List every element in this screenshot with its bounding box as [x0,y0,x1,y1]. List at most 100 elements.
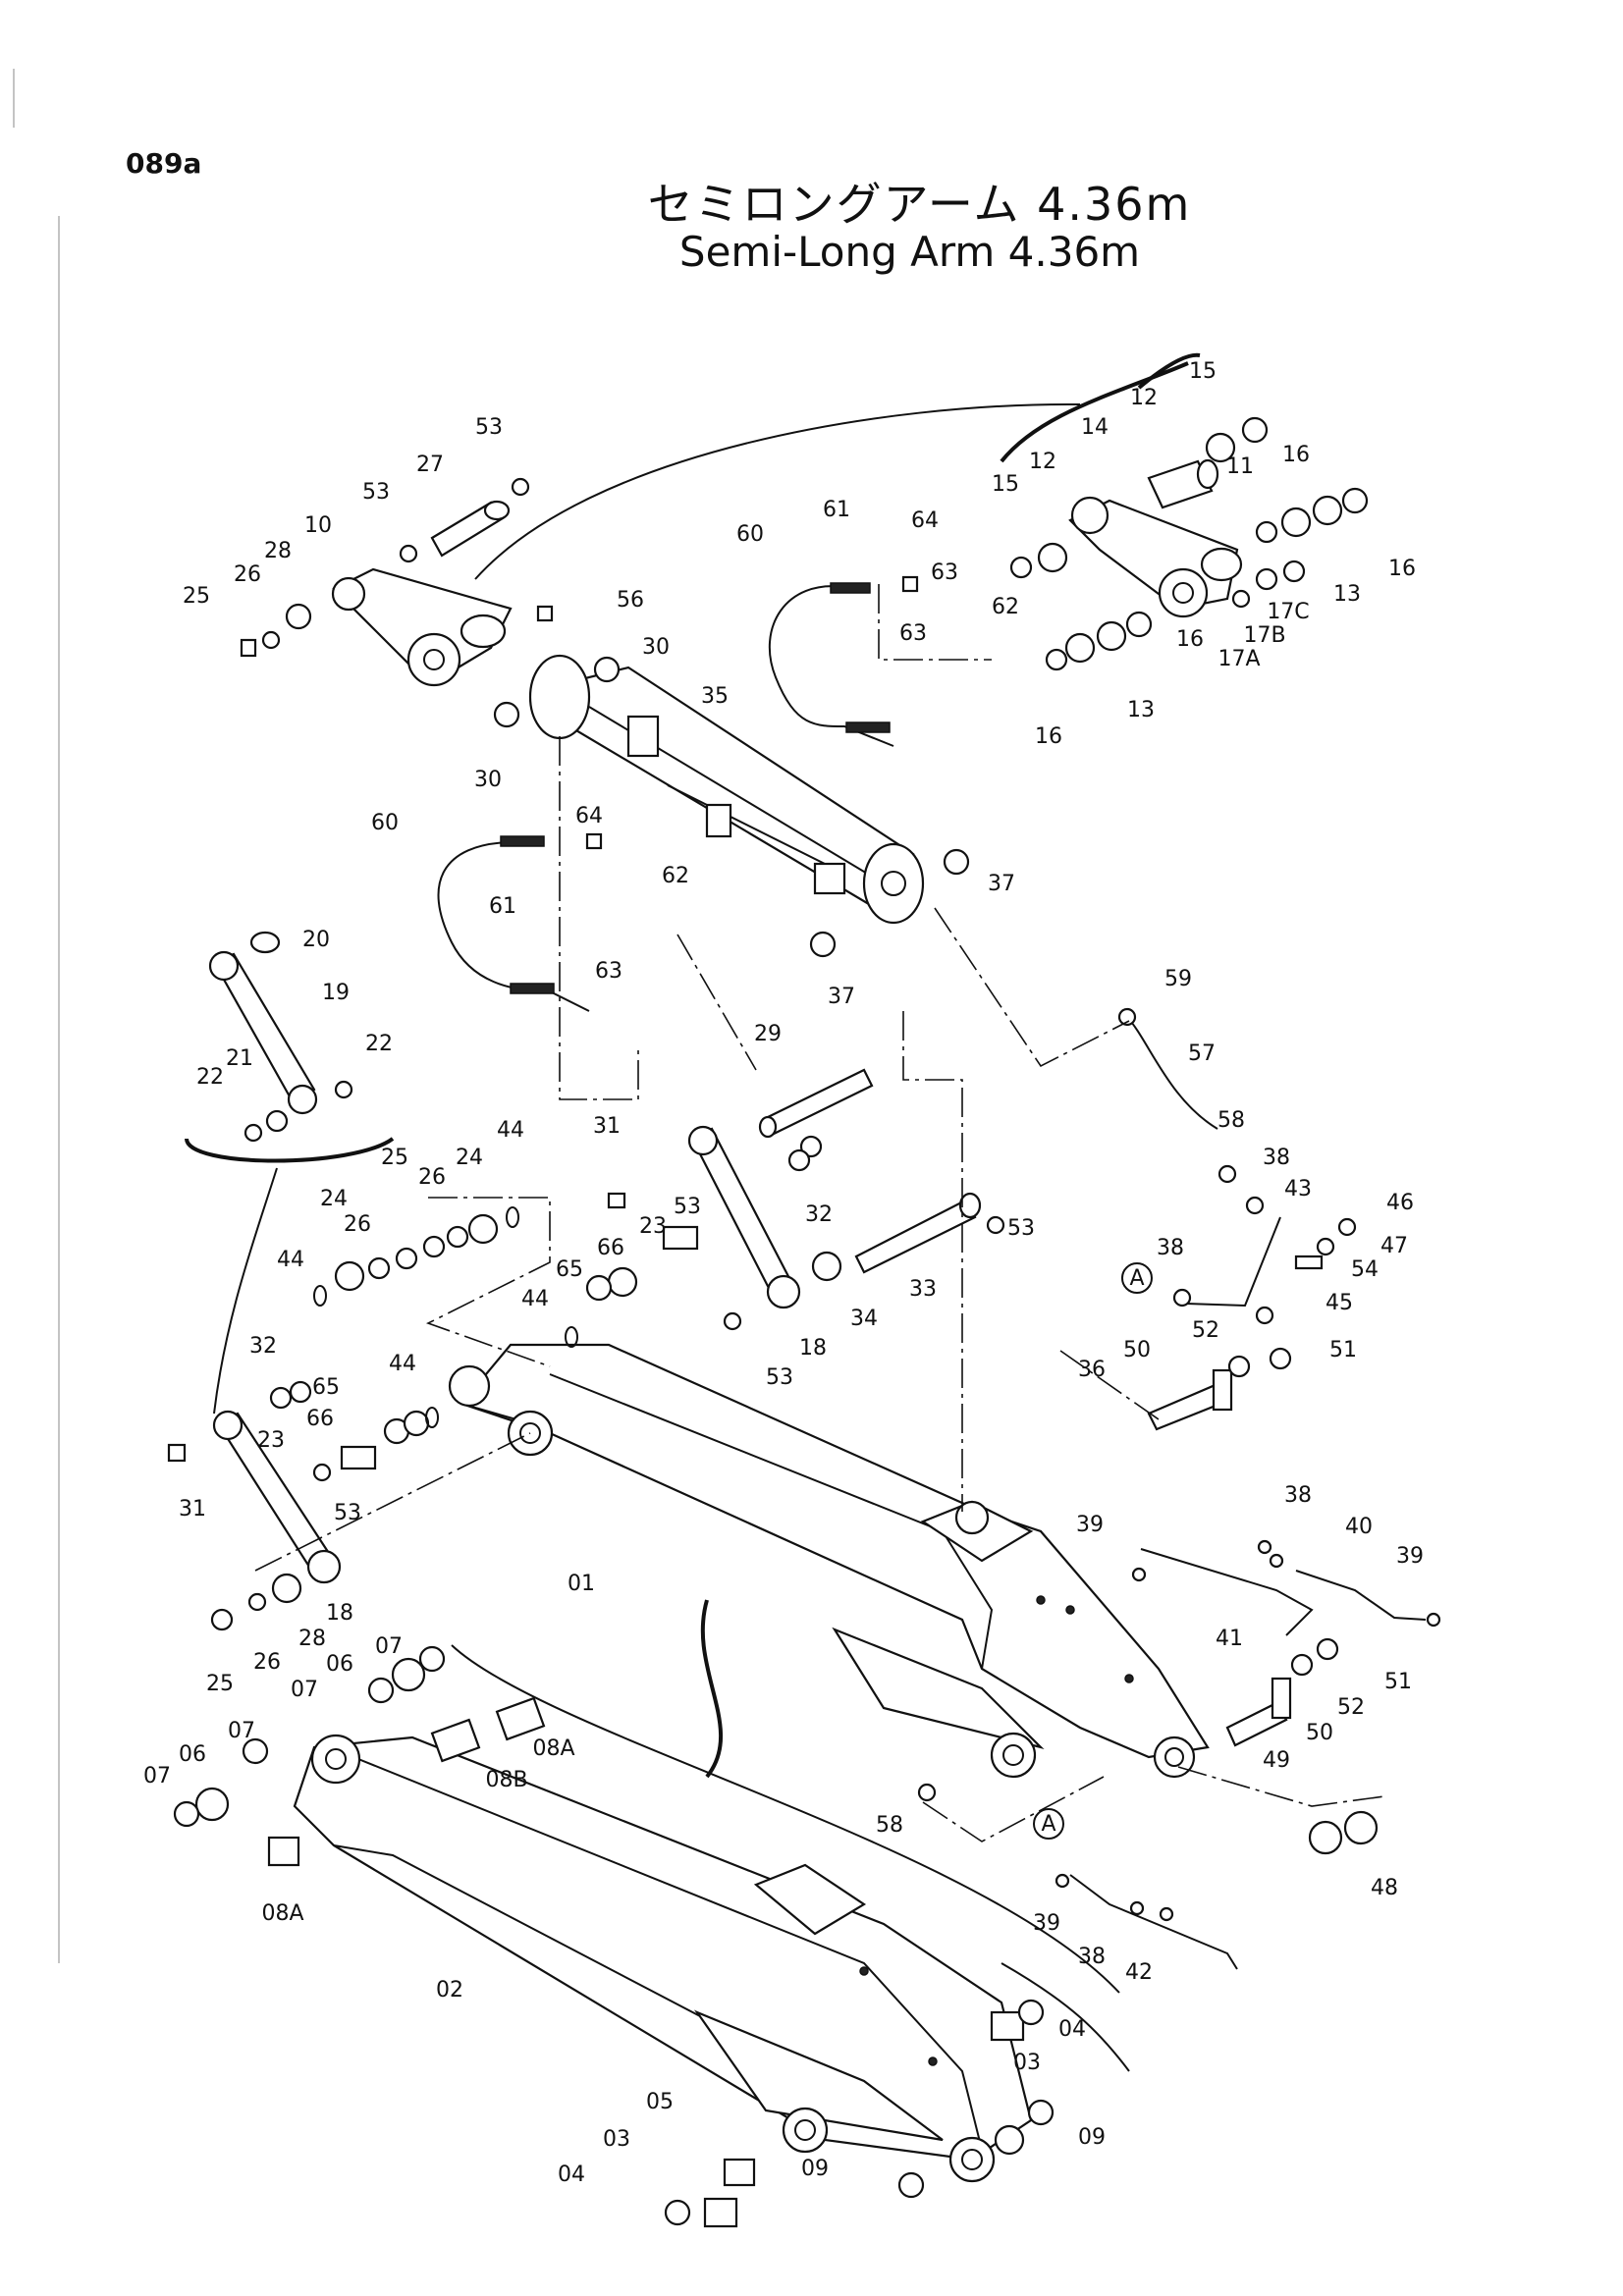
callout-44: 44 [521,1287,549,1311]
callout-60: 60 [371,811,399,835]
callout-25: 25 [381,1146,408,1170]
callout-38: 38 [1078,1945,1106,1969]
callout-37: 37 [988,872,1015,896]
callout-53: 53 [362,480,390,505]
callout-17A: 17A [1217,647,1260,671]
callout-59: 59 [1164,967,1192,991]
callout-44: 44 [389,1352,416,1376]
callout-46: 46 [1386,1191,1414,1215]
callout-65: 65 [556,1257,583,1282]
callout-66: 66 [597,1236,624,1260]
callout-32: 32 [805,1202,833,1227]
callout-52: 52 [1337,1695,1365,1720]
reference-marker-label: A [1129,1266,1144,1291]
callout-25: 25 [206,1672,234,1696]
callout-26: 26 [234,562,261,587]
callout-33: 33 [909,1277,937,1302]
callout-61: 61 [823,498,850,522]
pin-49 [1225,1677,1292,1747]
upper-link-11 [1068,496,1243,618]
callout-07: 07 [228,1719,255,1743]
title-japanese: セミロングアーム 4.36m [647,178,1192,231]
callout-03: 03 [603,2127,630,2152]
pin-36 [1147,1368,1233,1431]
callout-64: 64 [911,508,939,533]
arm-02-body [293,1734,1033,2183]
reference-marker-A: A [1033,1808,1064,1840]
callout-07: 07 [375,1634,403,1659]
arm-01-body [448,1343,1210,1779]
callout-53: 53 [1007,1216,1035,1241]
title-english: Semi-Long Arm 4.36m [678,228,1141,276]
callout-51: 51 [1384,1670,1412,1694]
callout-43: 43 [1284,1177,1312,1201]
callout-36: 36 [1078,1358,1106,1382]
reference-marker-A: A [1121,1262,1153,1294]
callout-16: 16 [1388,557,1416,581]
callout-56: 56 [617,588,644,613]
callout-63: 63 [595,959,622,984]
group-brackets [185,352,1201,2072]
callout-64: 64 [575,804,603,828]
callout-53: 53 [475,415,503,440]
pin-29 [758,1068,874,1139]
assembly-centerlines [254,584,1385,1842]
callout-44: 44 [497,1118,524,1143]
callout-38: 38 [1263,1146,1290,1170]
callout-16: 16 [1282,443,1310,467]
callout-22: 22 [365,1032,393,1056]
callout-61: 61 [489,894,516,919]
callout-03: 03 [1013,2051,1041,2075]
callout-37: 37 [828,985,855,1009]
callout-11: 11 [1226,454,1254,479]
callout-18: 18 [326,1601,353,1626]
callout-27: 27 [416,453,444,477]
small-parts [167,416,1441,2228]
callout-50: 50 [1123,1338,1151,1362]
callout-12: 12 [1130,386,1158,410]
callout-23: 23 [257,1428,285,1453]
callout-07: 07 [143,1764,171,1789]
callout-16: 16 [1176,627,1204,652]
link-18-lower [212,1410,342,1584]
callout-18: 18 [799,1336,827,1361]
callout-28: 28 [264,539,292,563]
hose-60-upper [768,582,894,747]
callout-31: 31 [593,1114,621,1139]
callout-51: 51 [1329,1338,1357,1362]
callout-45: 45 [1325,1291,1353,1315]
callout-16: 16 [1035,724,1062,749]
reference-marker-label: A [1041,1812,1055,1837]
callout-29: 29 [754,1022,782,1046]
callout-39: 39 [1076,1513,1104,1537]
reference-markers: AA [1033,1262,1153,1840]
link-19 [208,931,318,1115]
callout-06: 06 [326,1652,353,1677]
callout-52: 52 [1192,1318,1219,1343]
arm-cylinder-35 [528,654,925,925]
callout-41: 41 [1216,1627,1243,1651]
callout-32: 32 [249,1334,277,1359]
callout-04: 04 [1058,2017,1086,2042]
callout-02: 02 [436,1978,463,2002]
pin-33 [854,1192,982,1274]
callout-47: 47 [1380,1234,1408,1258]
pipe-40-41 [1140,1548,1427,1636]
hose-60-lower [437,835,590,1012]
callout-66: 66 [306,1407,334,1431]
callout-40: 40 [1345,1515,1373,1539]
callout-06: 06 [179,1742,206,1767]
callout-07: 07 [291,1678,318,1702]
callout-14: 14 [1081,415,1109,440]
callout-62: 62 [662,864,689,888]
pipe-42 [1069,1874,1238,1970]
callout-09: 09 [801,2157,829,2181]
callout-15: 15 [992,472,1019,497]
callout-31: 31 [179,1497,206,1522]
callout-24: 24 [320,1187,348,1211]
callout-05: 05 [646,2090,674,2114]
callout-13: 13 [1333,582,1361,607]
callout-26: 26 [344,1212,371,1237]
callout-63: 63 [931,561,958,585]
